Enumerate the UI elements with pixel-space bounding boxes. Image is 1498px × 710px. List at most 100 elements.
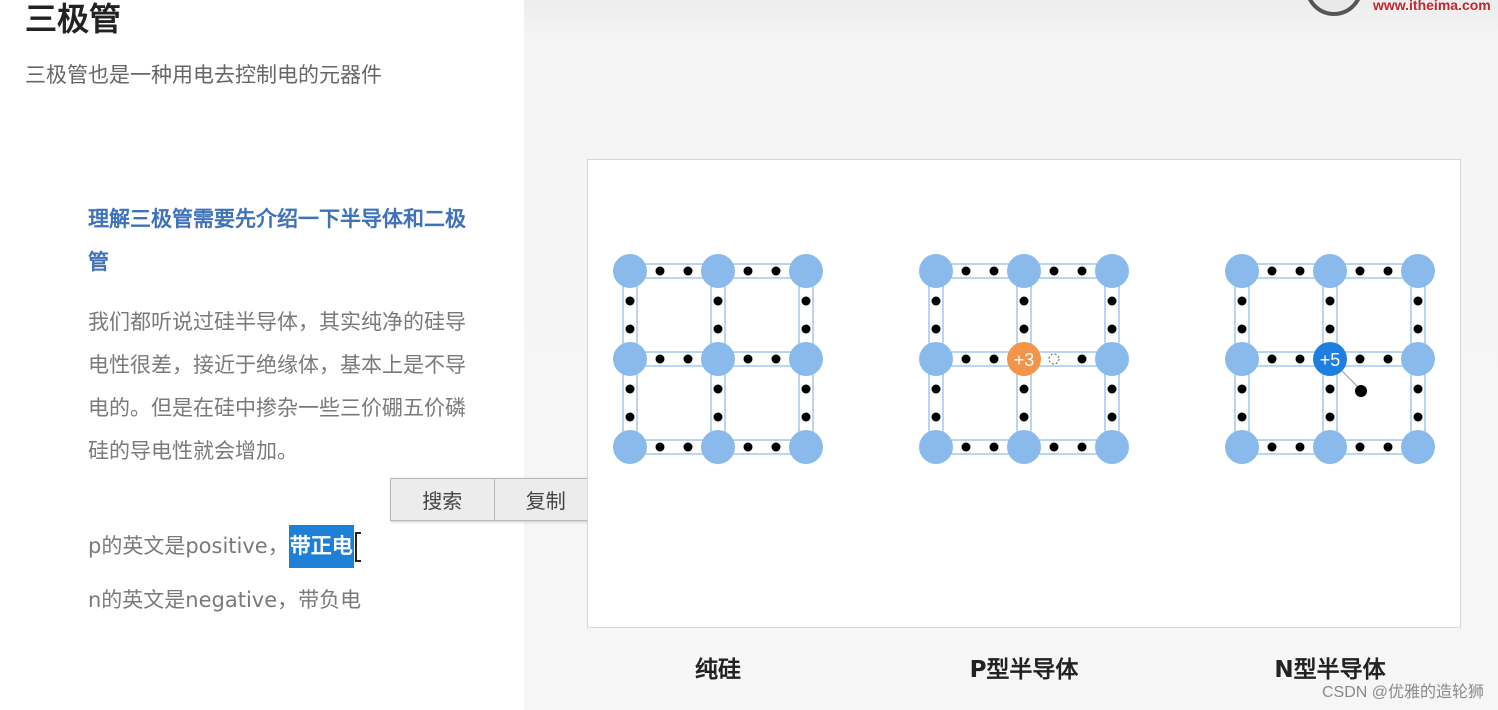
electron-dot xyxy=(1237,384,1247,394)
electron-dot xyxy=(1267,442,1277,452)
electron-dot xyxy=(743,354,753,364)
silicon-atom xyxy=(701,254,735,288)
electron-dot xyxy=(625,412,635,422)
section-heading: 理解三极管需要先介绍一下半导体和二极管 xyxy=(88,207,466,274)
electron-dot xyxy=(1019,324,1029,334)
silicon-atom xyxy=(919,254,953,288)
caption-pure-silicon: 纯硅 xyxy=(695,657,741,683)
electron-dot xyxy=(655,266,665,276)
silicon-atom xyxy=(1095,254,1129,288)
silicon-atom xyxy=(789,254,823,288)
electron-dot xyxy=(1413,296,1423,306)
p-definition-line[interactable]: p的英文是positive，带正电 xyxy=(88,525,361,568)
electron-dot xyxy=(1077,266,1087,276)
csdn-watermark: CSDN @优雅的造轮狮 xyxy=(1321,684,1484,701)
electron-dot xyxy=(743,442,753,452)
electron-dot xyxy=(683,354,693,364)
silicon-atom xyxy=(1225,342,1259,376)
electron-dot xyxy=(1107,296,1117,306)
electron-dot xyxy=(931,412,941,422)
selected-text[interactable]: 带正电 xyxy=(288,525,354,568)
electron-dot xyxy=(1383,354,1393,364)
electron-dot xyxy=(1019,296,1029,306)
silicon-atom xyxy=(1313,254,1347,288)
body-paragraph[interactable]: 我们都听说过硅半导体，其实纯净的硅导电性很差，接近于绝缘体，基本上是不导电的。但… xyxy=(88,310,466,463)
electron-dot xyxy=(1049,266,1059,276)
electron-dot xyxy=(1413,324,1423,334)
electron-dot xyxy=(625,296,635,306)
caption-n-type: N型半导体 xyxy=(1274,657,1386,683)
silicon-atom xyxy=(1095,342,1129,376)
electron-dot xyxy=(961,442,971,452)
hole-icon xyxy=(1048,353,1060,365)
electron-dot xyxy=(625,324,635,334)
electron-dot xyxy=(1049,442,1059,452)
silicon-atom xyxy=(919,342,953,376)
electron-dot xyxy=(1237,412,1247,422)
electron-dot xyxy=(961,266,971,276)
electron-dot xyxy=(1267,354,1277,364)
silicon-atom xyxy=(1225,430,1259,464)
search-button[interactable]: 搜索 xyxy=(422,489,463,513)
silicon-atom xyxy=(1401,430,1435,464)
copy-button[interactable]: 复制 xyxy=(493,479,598,520)
electron-dot xyxy=(989,266,999,276)
electron-dot xyxy=(801,324,811,334)
silicon-atom xyxy=(613,342,647,376)
electron-dot xyxy=(1383,266,1393,276)
n-definition-line[interactable]: n的英文是negative，带负电 xyxy=(88,588,362,612)
silicon-atom xyxy=(1401,342,1435,376)
electron-dot xyxy=(1355,266,1365,276)
electron-dot xyxy=(961,354,971,364)
electron-dot xyxy=(1295,266,1305,276)
dopant-label: +3 xyxy=(1014,350,1035,370)
silicon-atom xyxy=(1313,430,1347,464)
electron-dot xyxy=(1325,296,1335,306)
electron-dot xyxy=(1237,324,1247,334)
electron-dot xyxy=(713,296,723,306)
electron-dot xyxy=(1355,442,1365,452)
text-cursor-icon xyxy=(354,532,361,562)
electron-dot xyxy=(989,442,999,452)
silicon-atom xyxy=(701,342,735,376)
electron-dot xyxy=(1267,266,1277,276)
electron-dot xyxy=(801,384,811,394)
dopant-label: +5 xyxy=(1320,350,1341,370)
silicon-atom xyxy=(613,254,647,288)
silicon-atom xyxy=(789,342,823,376)
electron-dot xyxy=(1325,324,1335,334)
electron-dot xyxy=(1383,442,1393,452)
free-electron-line xyxy=(1341,370,1359,388)
electron-dot xyxy=(1325,384,1335,394)
electron-dot xyxy=(931,296,941,306)
electron-dot xyxy=(713,384,723,394)
electron-dot xyxy=(1413,412,1423,422)
electron-dot xyxy=(771,266,781,276)
semiconductor-figure: +3 +5 纯硅 P型半导体 N型半导体 xyxy=(587,159,1461,683)
dopant-atom xyxy=(1007,342,1041,376)
selection-context-menu: 搜索 复制 xyxy=(390,478,598,521)
electron-dot xyxy=(713,324,723,334)
electron-dot xyxy=(771,354,781,364)
page-title: 三极管 xyxy=(25,0,122,38)
silicon-atom xyxy=(1007,430,1041,464)
electron-dot xyxy=(931,324,941,334)
electron-dot xyxy=(743,266,753,276)
silicon-atom xyxy=(1401,254,1435,288)
page-subtitle: 三极管也是一种用电去控制电的元器件 xyxy=(25,63,382,87)
electron-dot xyxy=(1077,442,1087,452)
electron-dot xyxy=(713,412,723,422)
dopant-atom xyxy=(1313,342,1347,376)
silicon-atom xyxy=(701,430,735,464)
electron-dot xyxy=(801,296,811,306)
electron-dot xyxy=(655,442,665,452)
electron-dot xyxy=(1107,324,1117,334)
electron-dot xyxy=(1295,442,1305,452)
electron-dot xyxy=(1355,354,1365,364)
caption-p-type: P型半导体 xyxy=(969,657,1079,683)
silicon-atom xyxy=(1225,254,1259,288)
electron-dot xyxy=(1107,384,1117,394)
silicon-atom xyxy=(1095,430,1129,464)
p-line-text[interactable]: p的英文是positive， xyxy=(88,534,289,558)
electron-dot xyxy=(1019,412,1029,422)
